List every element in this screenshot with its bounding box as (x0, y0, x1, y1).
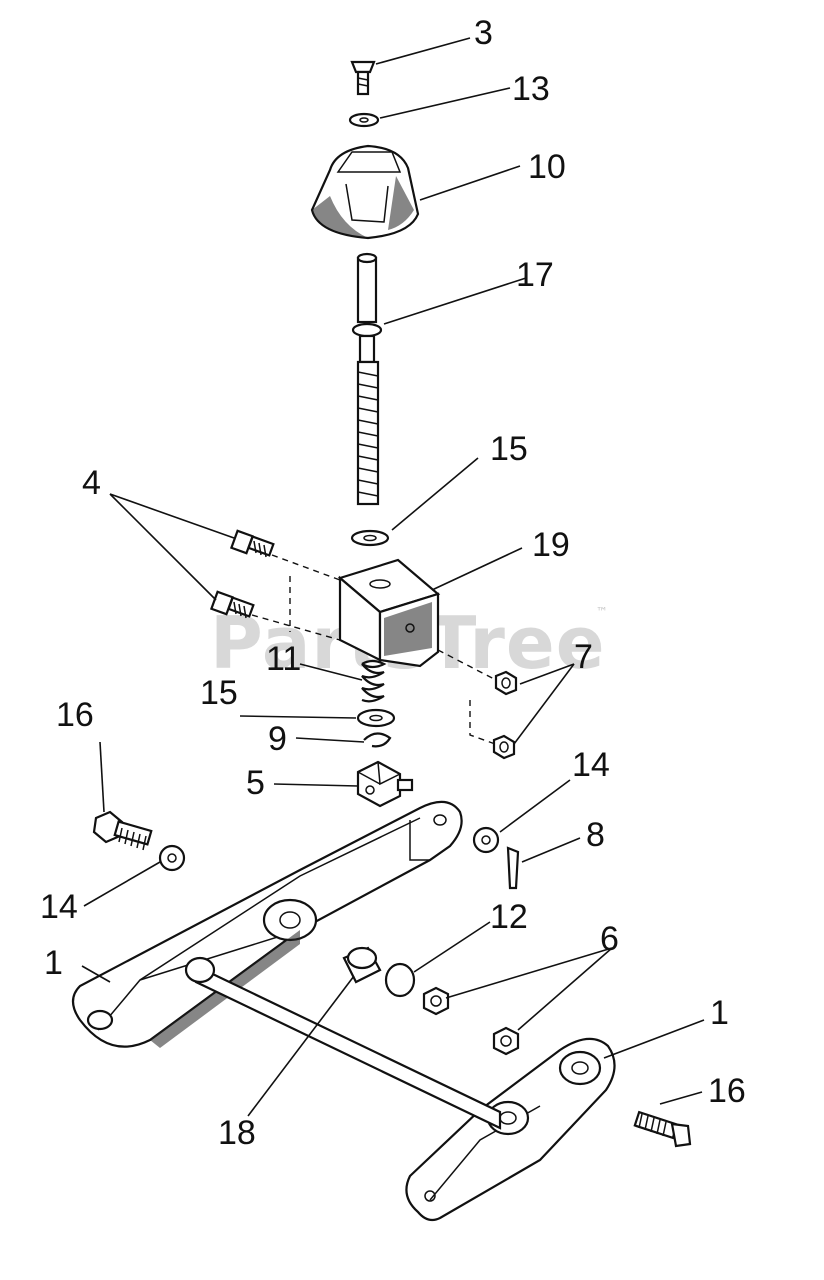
part-7-nuts (492, 670, 518, 760)
callout-14: 14 (572, 746, 610, 784)
callout-13: 13 (512, 70, 550, 108)
callout-labels: 3 13 10 17 15 19 4 11 15 7 16 9 5 14 8 1… (40, 14, 746, 1152)
callout-5: 5 (246, 764, 265, 802)
part-10-knob (310, 144, 420, 240)
callout-3: 3 (474, 14, 493, 52)
part-18-spacer (342, 946, 382, 984)
part-5-block (356, 760, 414, 808)
callout-16: 16 (708, 1072, 746, 1110)
assembly-guide-line (251, 614, 341, 641)
callout-11: 11 (266, 640, 301, 678)
watermark-trademark: ™ (596, 605, 608, 619)
callout-15: 15 (490, 430, 528, 468)
callout-16: 16 (56, 696, 94, 734)
part-6-nuts (422, 986, 520, 1056)
part-12-washer (384, 962, 416, 998)
callout-19: 19 (532, 526, 570, 564)
part-16-bolt-lower (633, 1110, 692, 1148)
callout-17: 17 (516, 256, 554, 294)
part-11-spring (361, 659, 387, 703)
assembly-guide-line (271, 554, 341, 581)
callout-4: 4 (82, 464, 101, 502)
part-15-washer-upper (350, 529, 390, 547)
part-1-arm-right (405, 1037, 616, 1222)
part-18-cross-shaft (184, 956, 502, 1130)
part-14-washer-right (472, 826, 500, 854)
callout-1: 1 (44, 944, 63, 982)
part-19-bracket (337, 558, 441, 668)
part-16-bolt-upper (92, 810, 153, 851)
callout-6: 6 (600, 920, 619, 958)
part-3-screw (350, 60, 376, 96)
callout-12: 12 (490, 898, 528, 936)
callout-14: 14 (40, 888, 78, 926)
part-13-washer (348, 112, 380, 128)
assembly-guide-line (469, 700, 499, 746)
part-15-washer-lower (356, 708, 396, 728)
callout-10: 10 (528, 148, 566, 186)
callout-9: 9 (268, 720, 287, 758)
part-4-screws (209, 529, 275, 619)
callout-18: 18 (218, 1114, 256, 1152)
callout-1: 1 (710, 994, 729, 1032)
part-9-clip (363, 732, 392, 748)
part-8-pin (506, 846, 520, 890)
part-14-washer-left (158, 844, 186, 872)
callout-15: 15 (200, 674, 238, 712)
leader-lines (81, 37, 705, 1117)
callout-8: 8 (586, 816, 605, 854)
part-17-shaft (351, 252, 383, 506)
callout-7: 7 (574, 638, 593, 676)
